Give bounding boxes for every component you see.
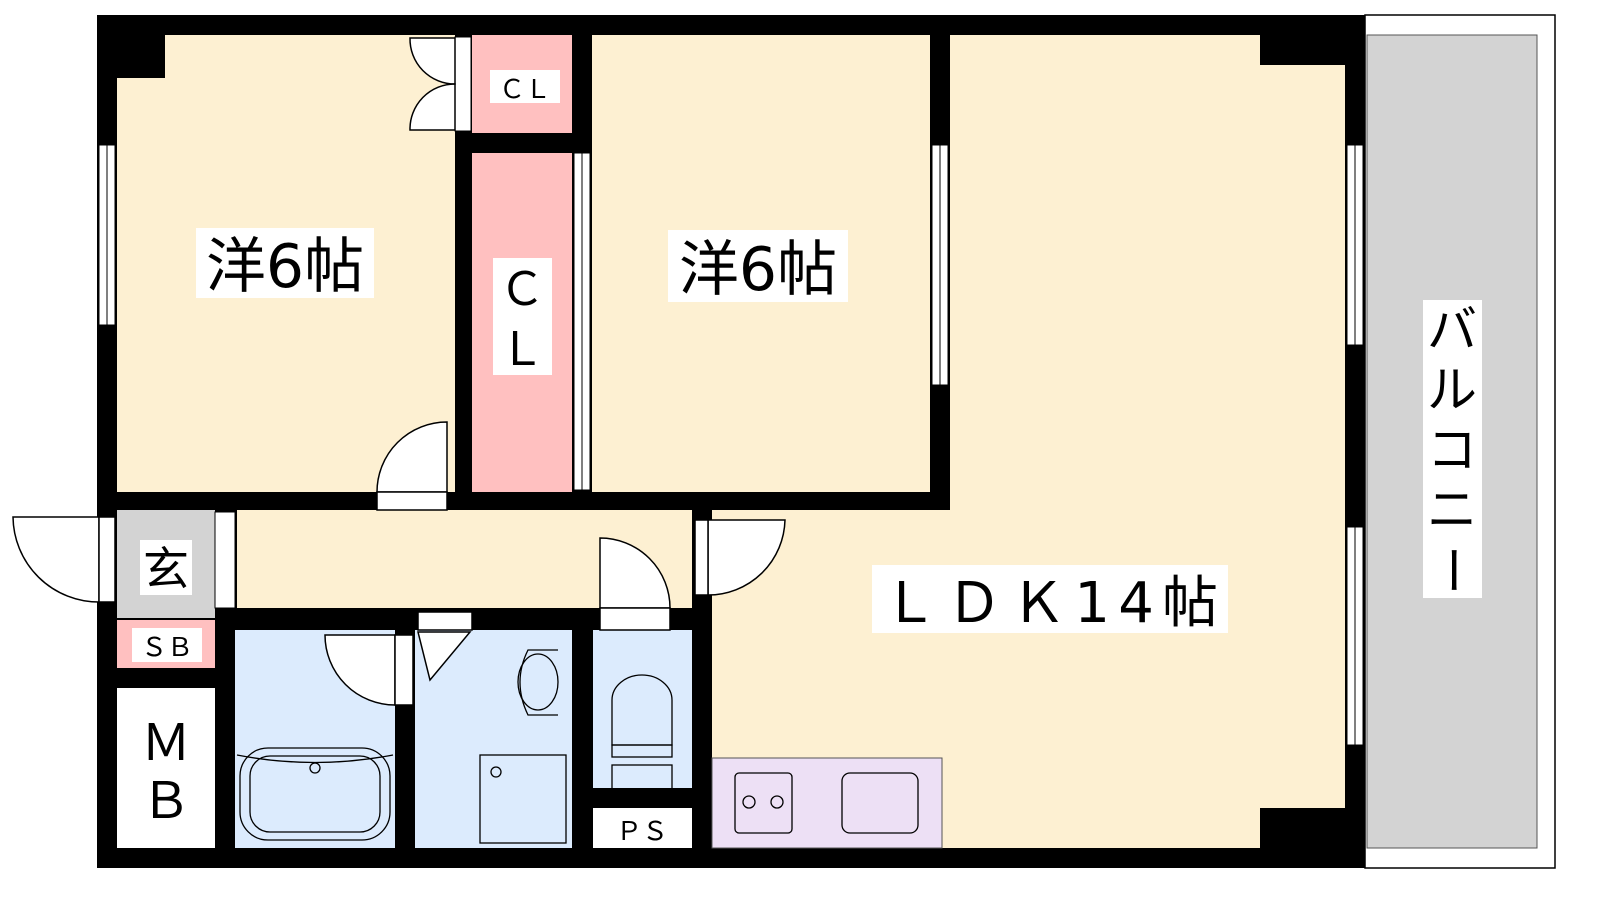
wash-door: [417, 631, 472, 682]
entrance-door: [12, 516, 100, 603]
room-label-ldk: ＬＤＫ14帖: [882, 571, 1218, 636]
meter-box-label-b: Ｂ: [141, 772, 191, 830]
svg-text:ル: ル: [1427, 361, 1477, 419]
toilet-icon: [611, 674, 673, 746]
corner-column: [1260, 808, 1345, 848]
stove-icon: [734, 772, 793, 834]
pipe-space-label: ＰＳ: [616, 817, 668, 847]
closet-label: ＣＬ: [499, 75, 551, 105]
svg-text:ー: ー: [1423, 545, 1481, 595]
meter-box-label-m: Ｍ: [141, 714, 191, 772]
corner-column: [117, 35, 165, 78]
bathtub-icon: [239, 747, 391, 841]
kitchen-counter: [711, 757, 943, 849]
room-label-western-2: 洋6帖: [679, 235, 837, 305]
toilet-door: [599, 537, 671, 609]
ldk-door: [707, 519, 786, 596]
closet-door: [409, 83, 456, 131]
closet-label-l: Ｌ: [499, 322, 545, 376]
svg-text:バ: バ: [1427, 301, 1477, 359]
window: [454, 36, 472, 132]
corner-column: [1260, 35, 1345, 65]
balcony-label: バ ル コ ニ ー: [1423, 301, 1481, 595]
bath-door: [324, 634, 396, 706]
svg-text:コ: コ: [1427, 421, 1477, 479]
svg-text:ニ: ニ: [1427, 481, 1477, 539]
sink-icon: [517, 653, 559, 711]
washing-machine-pan-icon: [479, 754, 567, 844]
ldk: [950, 35, 1345, 848]
closet-label-c: Ｃ: [499, 262, 545, 316]
window: [214, 511, 236, 609]
room-label-western-1: 洋6帖: [206, 232, 364, 302]
room1-door: [376, 421, 448, 493]
toilet-room: [593, 630, 692, 788]
meter-box: [117, 688, 215, 848]
pipe-space: [593, 808, 692, 848]
shoe-box-label: ＳＢ: [141, 633, 193, 663]
entrance-label: 玄: [143, 542, 189, 596]
kitchen-sink-icon: [841, 772, 919, 834]
